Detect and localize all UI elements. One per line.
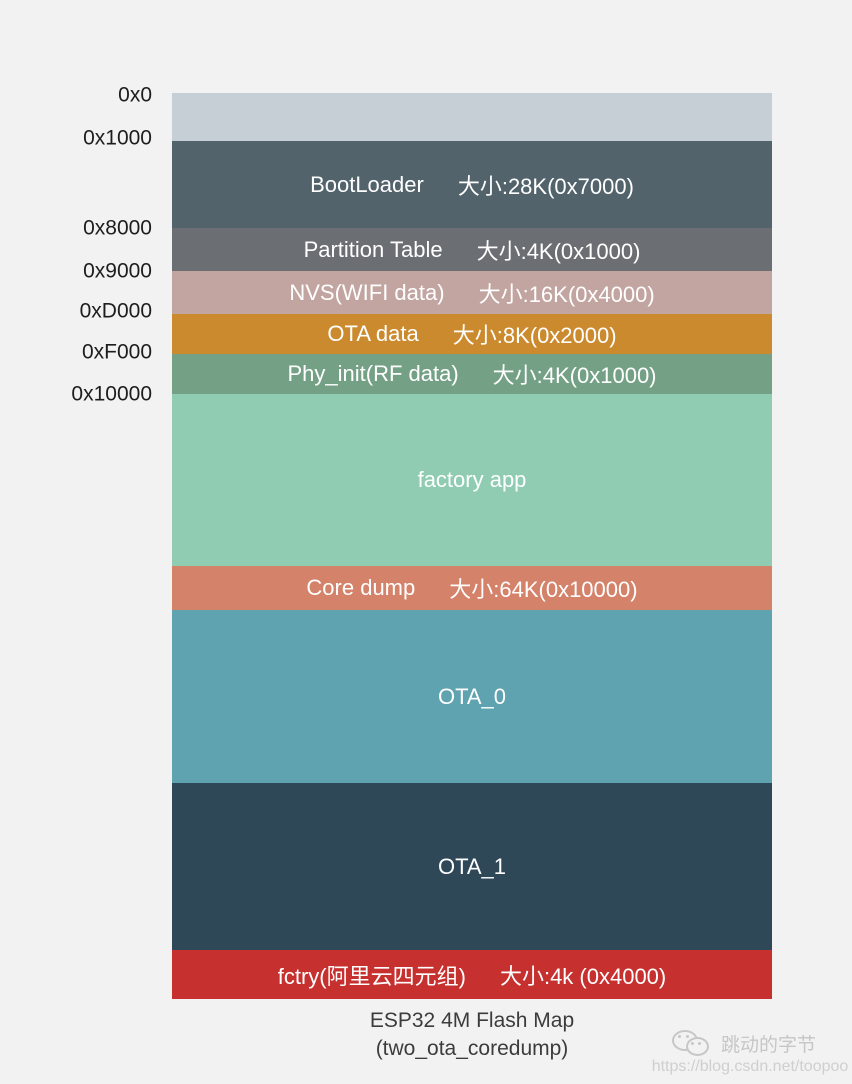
partition-band-content: BootLoader 大小:28K(0x7000): [310, 169, 634, 201]
partition-band: NVS(WIFI data) 大小:16K(0x4000): [172, 271, 772, 314]
partition-size: 大小:4K(0x1000): [492, 363, 657, 388]
partition-size: 大小:4k (0x4000): [499, 963, 667, 989]
partition-band: OTA_0: [172, 610, 772, 783]
address-tick: 0x0: [118, 83, 152, 107]
partition-band-content: OTA_1: [438, 854, 506, 880]
partition-name: NVS(WIFI data): [289, 279, 445, 305]
partition-name: Partition Table: [303, 236, 443, 262]
partition-band: BootLoader 大小:28K(0x7000): [172, 141, 772, 228]
caption-line-1: ESP32 4M Flash Map: [369, 1009, 575, 1032]
partition-name: OTA data: [327, 321, 419, 346]
address-tick: 0xF000: [81, 340, 152, 364]
partition-band-content: Phy_init(RF data) 大小:4K(0x1000): [287, 358, 656, 390]
caption-line-2: (two_ota_coredump): [375, 1037, 569, 1061]
partition-band-content: OTA data 大小:8K(0x2000): [327, 318, 616, 350]
partition-band: OTA data 大小:8K(0x2000): [172, 314, 772, 354]
partition-size: 大小:16K(0x4000): [478, 281, 655, 307]
partition-band: OTA_1: [172, 783, 772, 950]
flash-partition-map: BootLoader 大小:28K(0x7000) Partition Table 大…: [172, 93, 772, 999]
partition-name: fctry(阿里云四元组): [277, 963, 466, 989]
partition-band: Core dump 大小:64K(0x10000): [172, 566, 772, 610]
partition-band: Phy_init(RF data) 大小:4K(0x1000): [172, 354, 772, 394]
partition-band: factory app: [172, 394, 772, 566]
partition-size: 大小:28K(0x7000): [457, 173, 634, 199]
address-tick: 0x9000: [83, 259, 152, 283]
address-tick: 0x10000: [71, 382, 152, 406]
partition-size: 大小:64K(0x10000): [449, 577, 638, 602]
partition-band-content: NVS(WIFI data) 大小:16K(0x4000): [289, 277, 654, 309]
partition-size: 大小:8K(0x2000): [452, 323, 617, 348]
partition-name: Phy_init(RF data): [287, 361, 459, 386]
partition-name: OTA_0: [437, 683, 507, 709]
partition-band-content: OTA_0: [438, 684, 506, 710]
partition-name: factory app: [417, 467, 527, 492]
address-tick: 0x1000: [83, 126, 152, 150]
address-tick: 0xD000: [79, 299, 152, 323]
partition-band-content: Partition Table 大小:4K(0x1000): [304, 234, 641, 266]
partition-name: OTA_1: [437, 853, 507, 879]
address-tick: 0x8000: [83, 216, 152, 240]
partition-band: fctry(阿里云四元组) 大小:4k (0x4000): [172, 950, 772, 999]
partition-band: Partition Table 大小:4K(0x1000): [172, 228, 772, 271]
partition-name: BootLoader: [310, 171, 424, 197]
address-axis: 0x0 0x1000 0x8000 0x9000 0xD000 0xF000 0x10000: [0, 0, 160, 1084]
partition-band-content: factory app: [418, 467, 527, 493]
partition-band-content: fctry(阿里云四元组) 大小:4k (0x4000): [278, 959, 667, 991]
partition-band-content: Core dump 大小:64K(0x10000): [306, 572, 637, 604]
partition-band: [172, 93, 772, 141]
diagram-caption: ESP32 4M Flash Map (two_ota_coredump): [172, 1007, 772, 1064]
partition-size: 大小:4K(0x1000): [476, 238, 641, 264]
partition-name: Core dump: [306, 575, 416, 600]
